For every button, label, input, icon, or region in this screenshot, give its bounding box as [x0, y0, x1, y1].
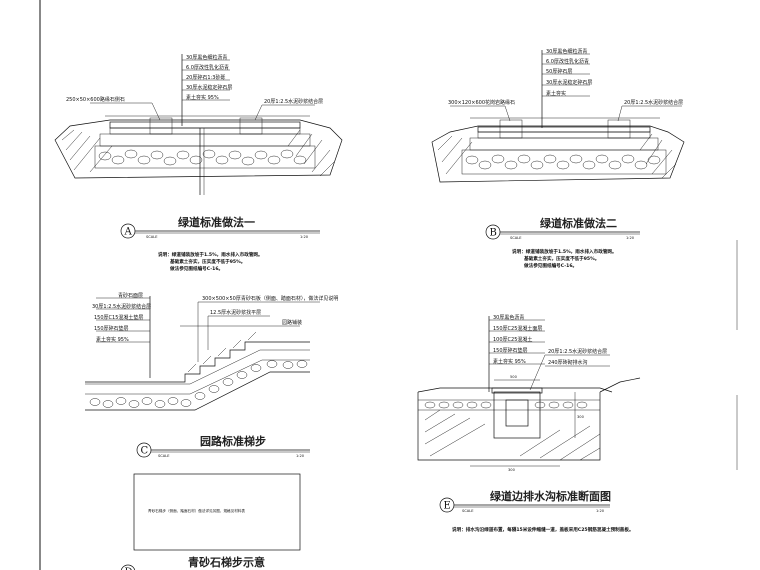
detail-a-surface-layer [109, 121, 301, 129]
detail-a-letter: A [124, 227, 133, 238]
detail-b-layer-2: 6.0厚改性乳化沥青 [546, 58, 589, 65]
detail-c-letter: C [141, 446, 149, 457]
detail-a-title: 绿道标准做法一 [178, 215, 255, 229]
detail-d-callout-circle [120, 564, 136, 570]
detail-c-layer-5: 素土夯实 95% [96, 336, 129, 343]
detail-d-box-text: 青砂石梯步（侧面、踏面石材）做法详见另图，规格见材料表 [148, 508, 245, 513]
detail-e-right-label-1: 20厚1:2.5水泥砂浆结合层 [548, 348, 607, 355]
detail-c-step-profile [85, 341, 310, 383]
detail-b-curb-left [499, 119, 523, 139]
detail-a-scale-value: 1:20 [300, 235, 309, 239]
detail-a-layer-3: 20厚碎石1:3砂砾 [186, 74, 225, 81]
detail-a-curb-left [149, 117, 173, 135]
detail-e-layer-2: 150厚C25混凝土面层 [493, 325, 542, 332]
detail-e-layer-3: 100厚C25混凝土 [493, 336, 532, 343]
detail-e-grate [491, 387, 543, 394]
detail-e-letter: E [444, 501, 451, 512]
detail-e-surface [417, 387, 613, 393]
detail-a-base-layer [109, 127, 301, 135]
detail-e-layer-5: 素土夯实 95% [493, 358, 526, 365]
detail-b-layer-1: 30厚黑色细粒沥青 [546, 48, 587, 55]
detail-e-dim-1: 500 [510, 375, 518, 379]
detail-a-layer-4: 30厚水泥稳定碎石层 [186, 84, 232, 91]
detail-c-step-hatch [187, 331, 257, 373]
detail-c-scale: SCALE [158, 454, 170, 458]
detail-c-gravel-layer [89, 360, 308, 408]
detail-b-layer-5: 素土夯实 [546, 90, 566, 97]
detail-c-title: 园路标准梯步 [200, 434, 266, 448]
detail-b-scale: SCALE [510, 236, 522, 240]
detail-b-title: 绿道标准做法二 [540, 216, 617, 230]
detail-c-right-label: 园路铺装 [282, 319, 302, 326]
detail-c-mid-label: 12.5厚水泥砂浆找平层 [210, 309, 261, 316]
detail-c: 青砂石面层 30厚1:2.5水泥砂浆结合层 150厚C15混凝土垫层 150厚碎… [85, 292, 338, 458]
detail-b-right-label: 20厚1:2.5水泥砂浆结合层 [624, 99, 683, 106]
detail-e-scale-value: 1:20 [596, 509, 605, 513]
detail-a-concrete-layer [99, 133, 311, 147]
detail-a-soil-hatch [61, 129, 335, 177]
detail-e-dim-2: 300 [577, 415, 585, 419]
detail-c-scale-value: 1:20 [296, 454, 305, 458]
detail-b-soil-hatch [437, 133, 677, 179]
detail-b-scale-value: 1:20 [626, 236, 635, 240]
detail-e-drain-channel [505, 399, 529, 427]
detail-b-letter: B [490, 228, 497, 239]
detail-e: 30厚黑色沥青 150厚C25混凝土面层 100厚C25混凝土 150厚碎石垫层… [417, 314, 641, 533]
detail-b-note-1: 说明：绿道铺装放坡于1.5%，雨水排入市政管网。 [512, 248, 617, 255]
detail-c-top-label: 300×500×50厚青砂石板（侧面、踏面石材），做法详见说明 [202, 295, 338, 302]
detail-a-note-2: 基础素土夯实，压实度不低于95%。 [169, 258, 245, 265]
detail-a-right-label: 20厚1:2.5水泥砂浆结合层 [264, 98, 323, 105]
detail-c-layer-3: 150厚C15混凝土垫层 [94, 314, 143, 321]
detail-b-layer-4: 30厚水泥稳定碎石层 [546, 79, 592, 86]
detail-e-soil-hatch [424, 409, 601, 461]
detail-a-layer-1: 30厚黑色细粒沥青 [186, 54, 227, 61]
detail-b-gravel-layer [461, 149, 667, 175]
detail-a: 30厚黑色细粒沥青 6.0厚改性乳化沥青 20厚碎石1:3砂砾 30厚水泥稳定碎… [54, 54, 343, 272]
detail-a-layer-2: 6.0厚改性乳化沥青 [186, 64, 229, 71]
detail-c-layer-4: 150厚碎石垫层 [94, 325, 129, 332]
detail-e-title: 绿道边排水沟标准断面图 [490, 489, 611, 503]
detail-a-scale: SCALE [146, 235, 158, 239]
detail-b-concrete-layer [469, 137, 659, 151]
detail-e-ground [417, 392, 601, 461]
detail-b-note-2: 基础素土夯实，压实度不低于95%。 [523, 255, 599, 262]
detail-a-gravel-layer [94, 145, 316, 169]
detail-d-title: 青砂石梯步示意 [188, 555, 265, 569]
detail-a-curb-right [239, 117, 263, 135]
detail-b: 30厚黑色细粒沥青 6.0厚改性乳化沥青 50厚碎石层 30厚水泥稳定碎石层 素… [431, 48, 685, 269]
detail-b-note-3: 做法参见图纸编号C-16。 [523, 262, 577, 269]
detail-a-note-1: 说明：绿道铺装放坡于1.5%，雨水排入市政管网。 [158, 251, 263, 258]
detail-b-base-layer [477, 131, 651, 139]
detail-b-layer-3: 50厚碎石层 [546, 68, 572, 75]
detail-b-curb-right [607, 119, 631, 139]
detail-b-left-label: 300×120×600花岗岩路缘石 [448, 99, 515, 106]
detail-a-layer-5: 素土夯实 95% [186, 94, 219, 101]
detail-d-frame [133, 473, 301, 551]
detail-c-layer-1: 青砂石面层 [118, 292, 143, 299]
detail-e-layer-1: 30厚黑色沥青 [493, 314, 524, 321]
detail-b-ground [431, 125, 685, 183]
detail-a-left-label: 250×50×600路缘石侧石 [66, 96, 125, 103]
detail-c-layer-2: 30厚1:2.5水泥砂浆结合层 [92, 303, 151, 310]
detail-e-note: 说明：排水沟沿绿道布置，每隔15米设伸缩缝一道，盖板采用C25钢筋混凝土预制盖板… [452, 526, 634, 533]
detail-e-right-label-2: 240厚砖砌排水沟 [548, 359, 588, 366]
detail-a-note-3: 做法参见图纸编号C-16。 [169, 265, 223, 272]
detail-e-layer-4: 150厚碎石垫层 [493, 347, 528, 354]
detail-d-letter: D [125, 567, 133, 570]
detail-a-ground [54, 119, 343, 179]
detail-b-surface-layer [477, 126, 651, 133]
detail-e-scale: SCALE [462, 509, 474, 513]
detail-e-drain-wall [493, 391, 541, 439]
detail-e-dim-3: 300 [508, 468, 516, 472]
detail-d: 青砂石梯步（侧面、踏面石材）做法详见另图，规格见材料表 青砂石梯步示意 D [120, 473, 301, 570]
